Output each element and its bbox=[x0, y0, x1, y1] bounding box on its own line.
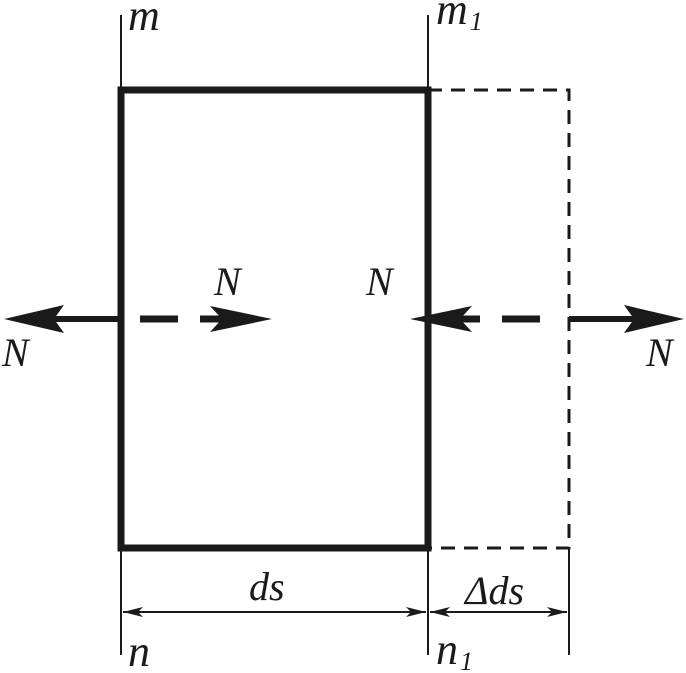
right-outer-arrowhead bbox=[624, 305, 684, 333]
label-n: n bbox=[128, 627, 150, 673]
label-force-right-outer: N bbox=[645, 330, 675, 375]
label-m1-base: m bbox=[436, 0, 468, 34]
label-force-right-inner: N bbox=[365, 259, 395, 304]
label-force-left-outer: N bbox=[1, 330, 31, 375]
label-m1: m1 bbox=[436, 0, 483, 36]
label-n1-sub: 1 bbox=[460, 647, 473, 673]
left-outer-arrowhead bbox=[4, 305, 64, 333]
left-inner-arrowhead bbox=[210, 306, 272, 332]
label-delta-ds: Δds bbox=[463, 568, 524, 613]
label-m: m bbox=[128, 0, 160, 40]
label-m1-sub: 1 bbox=[470, 7, 483, 36]
label-n1-base: n bbox=[436, 625, 458, 673]
label-n1: n1 bbox=[436, 625, 473, 673]
right-inner-arrowhead bbox=[410, 306, 472, 332]
label-force-left-inner: N bbox=[213, 259, 243, 304]
label-ds: ds bbox=[249, 564, 285, 609]
